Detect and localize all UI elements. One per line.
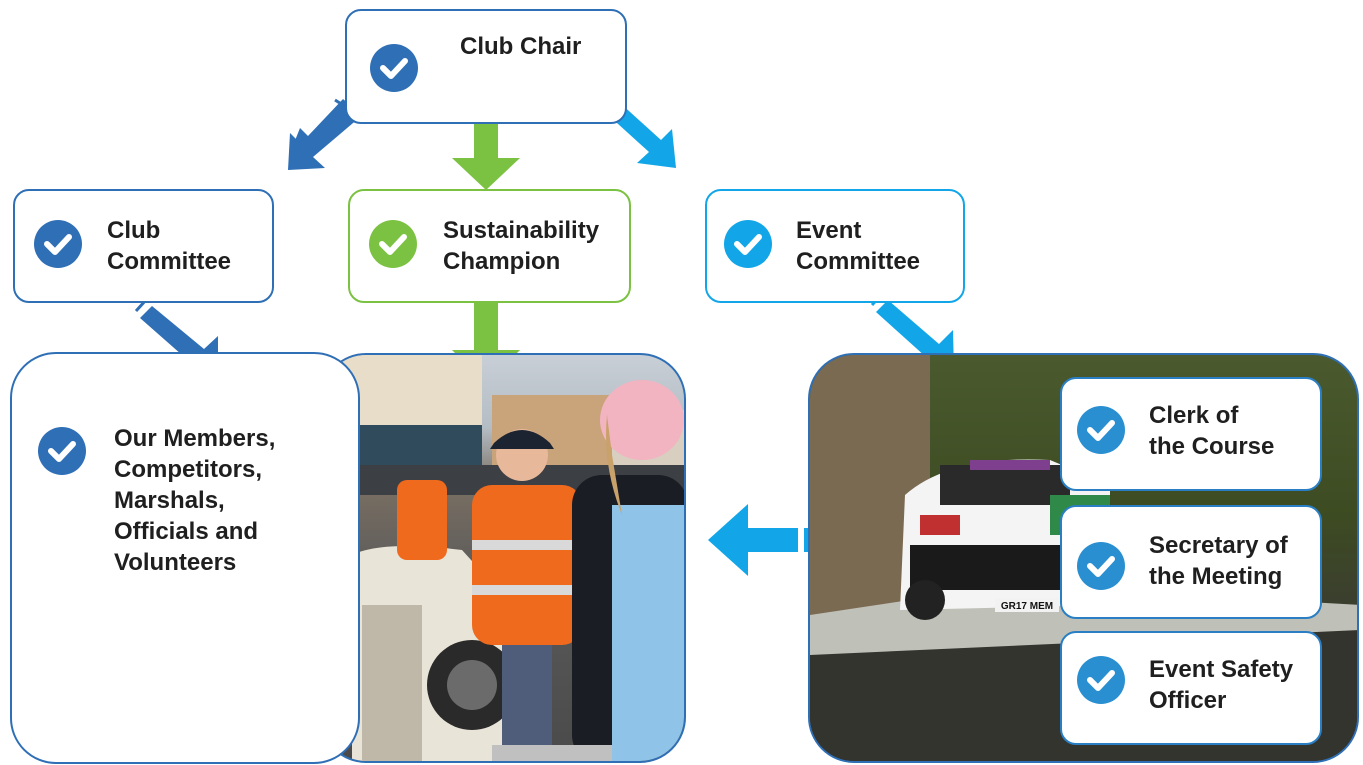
svg-text:GR17 MEM: GR17 MEM	[1001, 601, 1053, 612]
number-plate	[995, 598, 1059, 612]
check-circle-icon	[1077, 542, 1125, 590]
check-circle-icon	[724, 220, 772, 268]
marshals-photo	[320, 353, 686, 763]
check-circle-icon	[1077, 406, 1125, 454]
sustainability-champion-box	[348, 189, 631, 303]
members-label: Our Members, Competitors, Marshals, Offi…	[114, 425, 276, 576]
check-circle-icon	[370, 44, 418, 92]
arrow-chair-to-club-committee-head	[288, 100, 366, 170]
check-circle-icon	[38, 427, 86, 475]
marshals-scene-graphic	[322, 355, 684, 761]
arrow-roles-to-members	[708, 504, 808, 576]
club-chair-label: Club Chair	[460, 33, 582, 60]
check-circle-icon	[1077, 656, 1125, 704]
check-circle-icon	[369, 220, 417, 268]
members-box	[10, 352, 360, 764]
check-circle-icon	[34, 220, 82, 268]
